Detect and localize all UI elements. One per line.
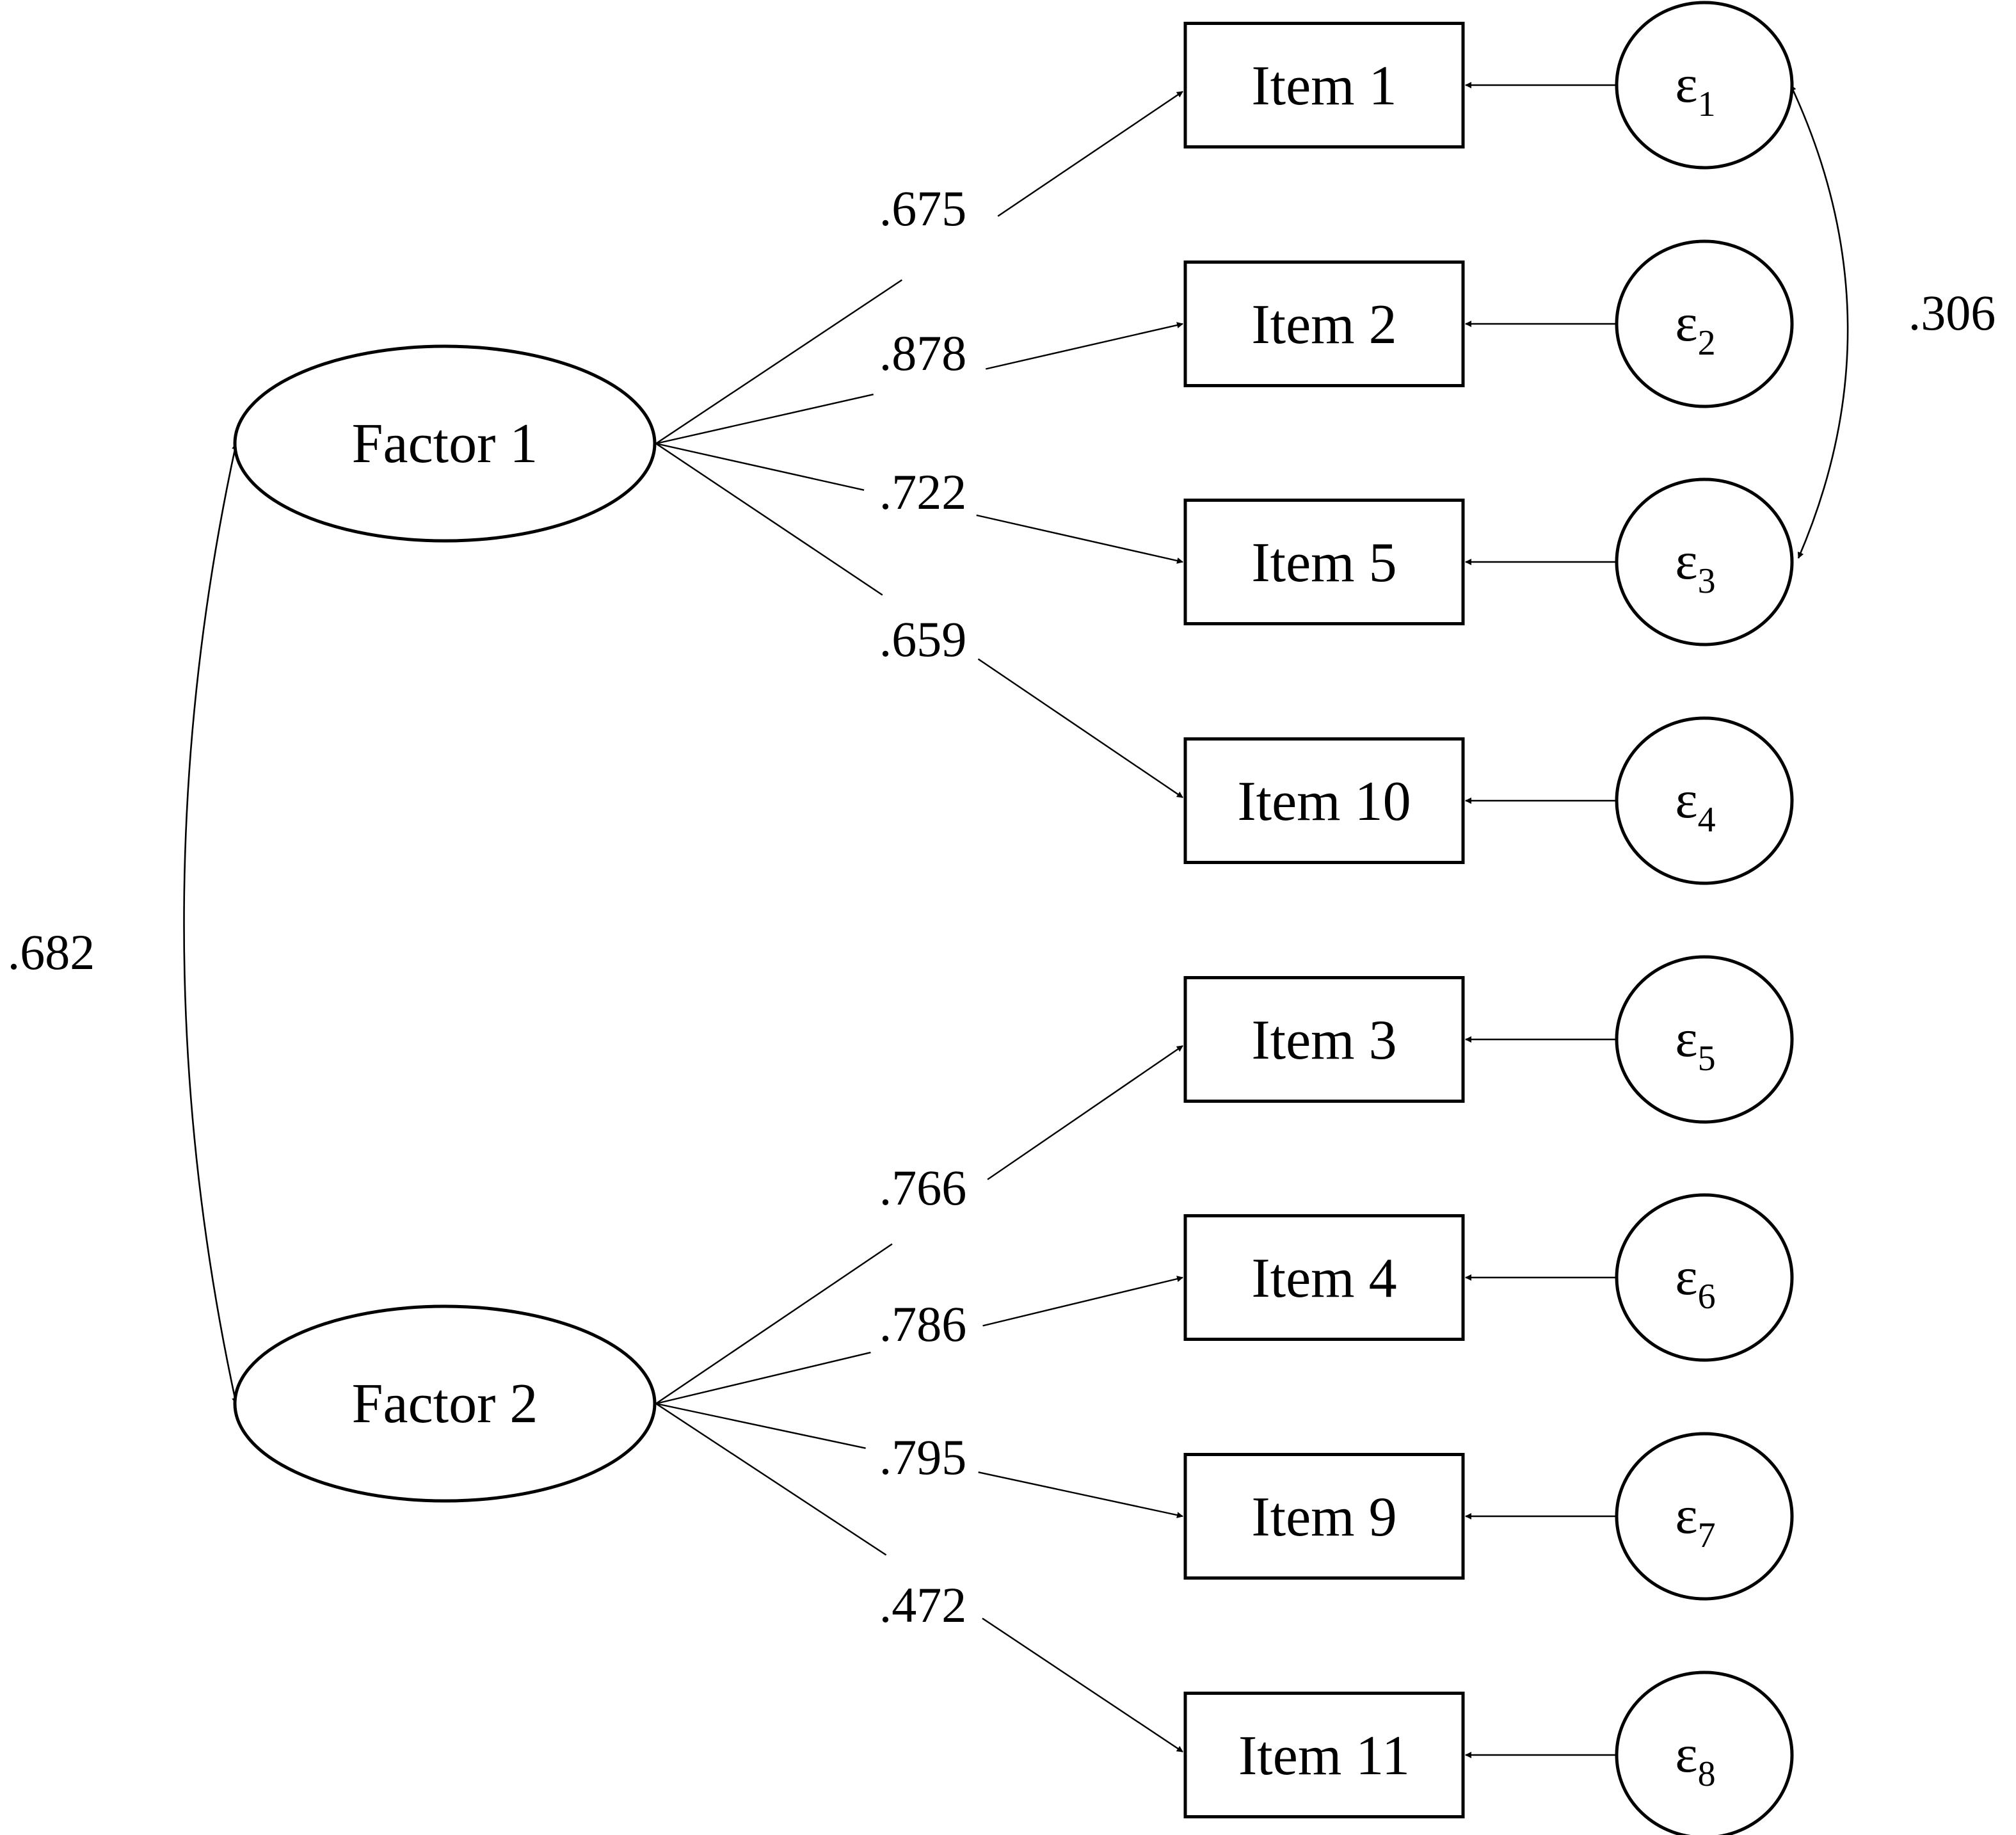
- factor-2-label: Factor 2: [352, 1373, 538, 1435]
- item-box: [1183, 1453, 1465, 1580]
- error-term-label: ε2: [1675, 293, 1715, 363]
- loading-path-3-segment-a: [655, 442, 865, 491]
- error-covariance-arrow: [1789, 84, 1849, 559]
- error-term-label: ε7: [1675, 1486, 1715, 1555]
- item-box: [1183, 1692, 1465, 1818]
- error-term-label: ε4: [1675, 770, 1715, 840]
- item-label: Item 11: [1238, 1725, 1410, 1787]
- item-label: Item 3: [1251, 1009, 1396, 1071]
- item-label: Item 1: [1251, 55, 1396, 117]
- item-label: Item 9: [1251, 1486, 1396, 1548]
- item-label: Item 10: [1237, 771, 1411, 833]
- error-term-label: ε3: [1675, 531, 1715, 601]
- factor-2: Factor 2: [233, 1304, 657, 1503]
- error-term: [1615, 1671, 1794, 1835]
- error-term-label: ε1: [1675, 54, 1715, 124]
- loading-path-8-segment-b: [982, 1617, 1183, 1752]
- loading-path-1-segment-a: [655, 279, 902, 444]
- loading-path-5-segment-b: [987, 1045, 1183, 1180]
- loading-label: .659: [879, 611, 967, 667]
- loading-label: .675: [879, 180, 967, 236]
- item-box: [1183, 260, 1465, 387]
- loading-label: .786: [879, 1296, 967, 1352]
- loading-path-3-segment-b: [976, 514, 1183, 564]
- loading-label: .878: [879, 325, 967, 381]
- factor-1: Factor 1: [233, 344, 657, 543]
- factor-1-label: Factor 1: [352, 413, 538, 475]
- item-label: Item 5: [1251, 532, 1396, 594]
- item-box: [1183, 1214, 1465, 1341]
- error-term-label: ε5: [1675, 1009, 1715, 1078]
- item-box: [1183, 737, 1465, 864]
- item-label: Item 4: [1251, 1247, 1396, 1310]
- error-covariance-label: .306: [1908, 285, 1996, 341]
- loading-path-8-segment-a: [655, 1402, 887, 1556]
- loading-label: .795: [879, 1429, 967, 1485]
- error-term-label: ε6: [1675, 1247, 1715, 1317]
- loading-path-7-segment-b: [978, 1471, 1183, 1518]
- loading-path-5-segment-a: [655, 1243, 893, 1404]
- loading-path-2-segment-b: [985, 322, 1183, 370]
- loading-path-7-segment-a: [655, 1402, 866, 1449]
- loading-path-2-segment-a: [655, 394, 874, 445]
- item-box: [1183, 22, 1465, 148]
- item-box: [1183, 499, 1465, 625]
- loading-path-6-segment-a: [655, 1351, 871, 1405]
- item-label: Item 2: [1251, 294, 1396, 356]
- factor-correlation-label: .682: [8, 924, 95, 980]
- error-term-label: ε8: [1675, 1724, 1715, 1794]
- item-box: [1183, 976, 1465, 1103]
- factor-correlation-arrow: [183, 443, 238, 1404]
- loading-path-4-segment-b: [977, 658, 1183, 798]
- loading-path-6-segment-b: [982, 1276, 1183, 1327]
- loading-label: .722: [879, 464, 967, 520]
- loading-label: .472: [879, 1577, 967, 1633]
- loading-label: .766: [879, 1160, 967, 1215]
- loading-path-4-segment-a: [655, 443, 883, 596]
- loading-path-1-segment-b: [997, 91, 1183, 217]
